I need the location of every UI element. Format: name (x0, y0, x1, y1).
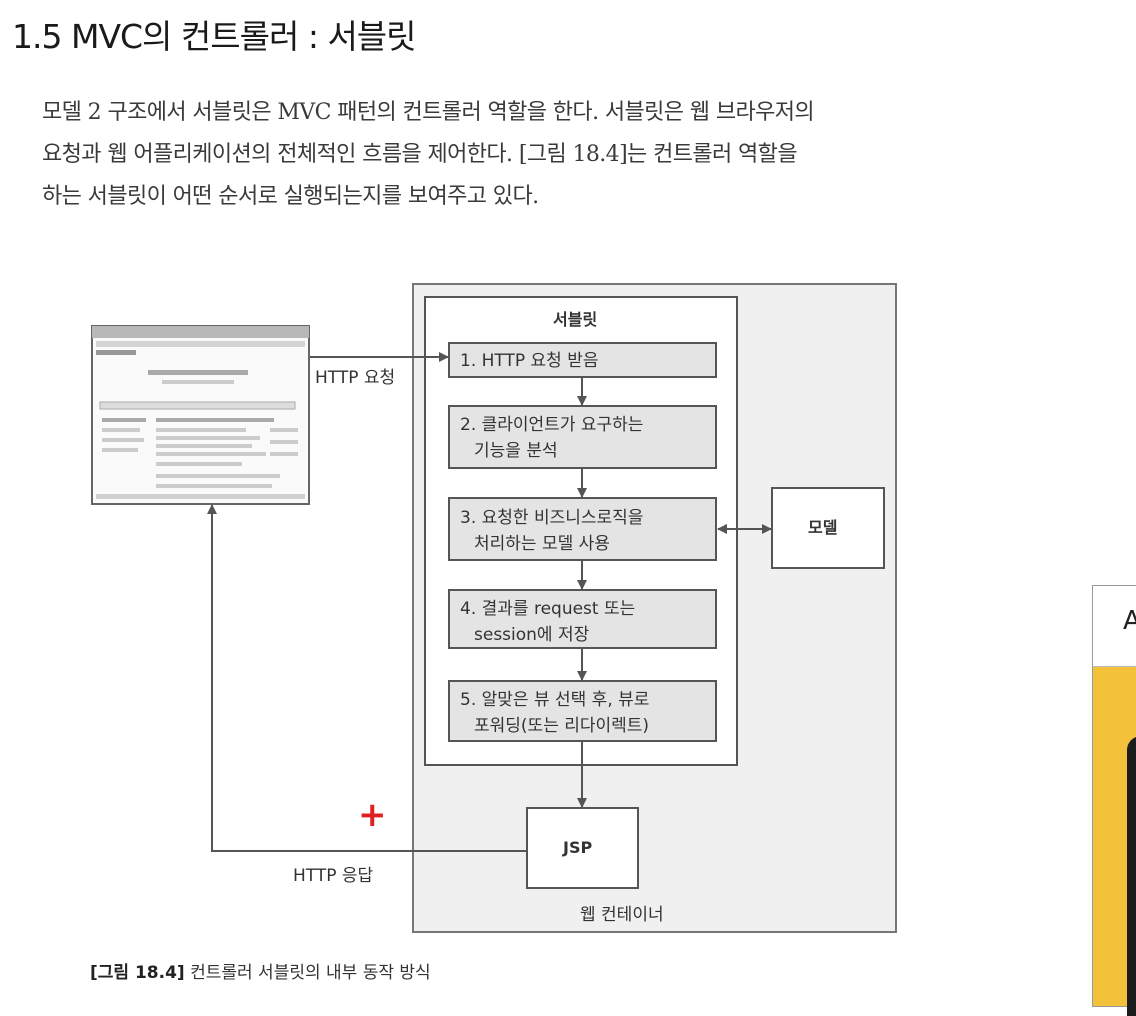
http-request-label: HTTP 요청 (315, 368, 395, 388)
side-card-header: A (1093, 586, 1136, 667)
figure-number: [그림 18.4] (90, 963, 185, 983)
servlet-label: 서블릿 (553, 310, 597, 329)
web-container-label: 웹 컨테이너 (580, 905, 664, 925)
step-2-text-line1: 2. 클라이언트가 요구하는 (460, 415, 643, 435)
step-2-text-line2: 기능을 분석 (474, 441, 558, 461)
step-1-text: 1. HTTP 요청 받음 (460, 351, 599, 371)
side-card-partial: A (1092, 585, 1136, 1007)
side-card-dark-shape (1127, 736, 1136, 1016)
model-label: 모델 (808, 518, 837, 537)
step-5-text-line1: 5. 알맞은 뷰 선택 후, 뷰로 (460, 690, 649, 710)
step-4-text-line2: session에 저장 (474, 625, 590, 645)
browser-screenshot (92, 326, 309, 504)
plus-cursor-mark: + (358, 795, 387, 835)
step-3-text-line2: 처리하는 모델 사용 (474, 534, 610, 554)
side-card-letter: A (1123, 606, 1136, 636)
step-5-text-line2: 포워딩(또는 리다이렉트) (474, 716, 649, 736)
jsp-label: JSP (562, 838, 592, 857)
figure-caption-text: 컨트롤러 서블릿의 내부 동작 방식 (185, 963, 431, 983)
step-3-text-line1: 3. 요청한 비즈니스로직을 (460, 508, 643, 528)
figure-caption: [그림 18.4] 컨트롤러 서블릿의 내부 동작 방식 (90, 958, 431, 983)
http-response-label: HTTP 응답 (293, 866, 374, 886)
step-4-text-line1: 4. 결과를 request 또는 (460, 599, 635, 619)
